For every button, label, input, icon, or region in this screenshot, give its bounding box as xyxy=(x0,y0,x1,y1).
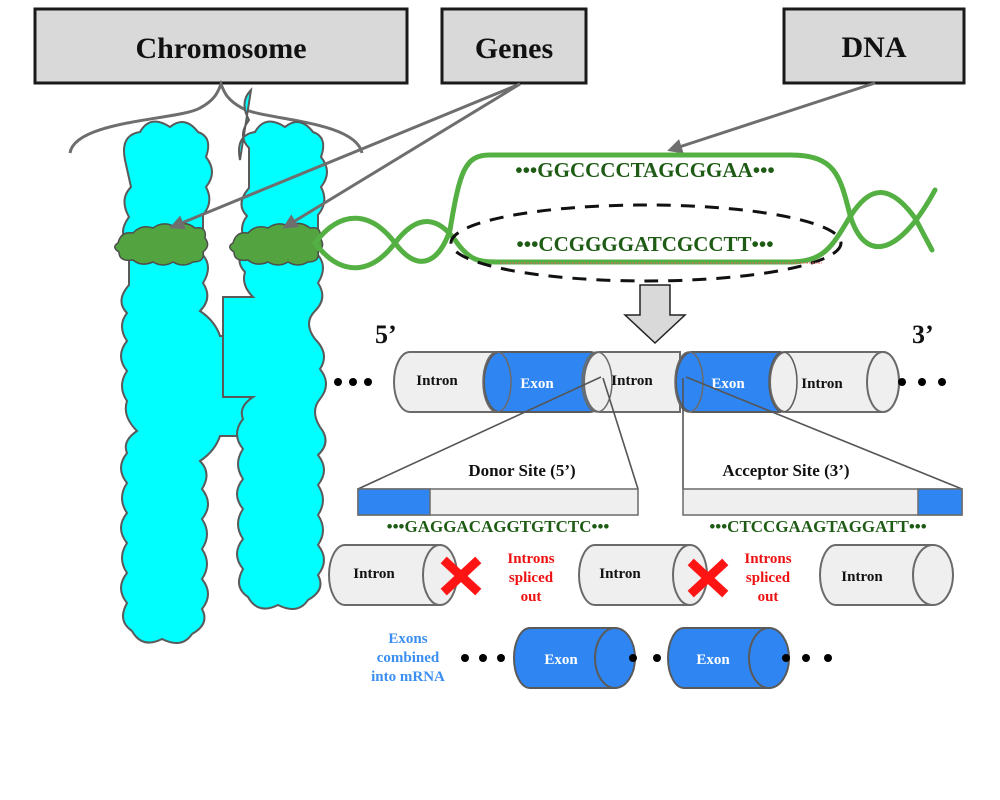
chromosome-brace xyxy=(68,79,364,154)
mrna-exon-2: Exon xyxy=(667,627,790,689)
dna-pointer xyxy=(667,81,876,154)
strip-segment-2-label: Exon xyxy=(520,376,554,392)
genes-pointer-left xyxy=(169,82,521,230)
spliced-intron-2-label: Intron xyxy=(599,566,641,582)
donor-site: Donor Site (5’) •••GAGGACAGGTGTCTC••• xyxy=(357,461,639,536)
spliced-introns-row: Intron Introns spliced out Intron Intron… xyxy=(328,544,954,606)
three-prime-label: 3’ xyxy=(912,320,934,349)
cross-icon xyxy=(440,556,482,596)
mrna-exon-2-label: Exon xyxy=(696,652,730,668)
dna-label-box: DNA xyxy=(782,7,966,85)
spliced-intron-3-label: Intron xyxy=(841,569,883,585)
dna-helix: •••GGCCCCTAGCGGAA••• •••CCGGGGATCGCCTT••… xyxy=(312,152,938,283)
spliced-note-1-line-3: out xyxy=(521,589,542,605)
mrna-row: Exons combined into mRNA Exon Exon xyxy=(371,627,832,689)
mrna-exon-1-label: Exon xyxy=(544,652,578,668)
spliced-note-1-line-2: spliced xyxy=(509,570,554,586)
cross-icon xyxy=(687,558,729,598)
mrna-note-line-1: Exons xyxy=(388,631,427,647)
spliced-note-2-line-1: Introns xyxy=(744,551,791,567)
spliced-intron-1-label: Intron xyxy=(353,566,395,582)
donor-site-title: Donor Site (5’) xyxy=(468,461,575,480)
donor-sequence: •••GAGGACAGGTGTCTC••• xyxy=(387,517,610,536)
gene-band-left xyxy=(114,222,209,266)
dna-label: DNA xyxy=(842,31,907,64)
gene-strip: Intron Exon Intron Exon Intron xyxy=(334,351,946,413)
mrna-exon-1: Exon xyxy=(513,627,636,689)
chromosome-label: Chromosome xyxy=(135,32,306,65)
acceptor-site-title: Acceptor Site (3’) xyxy=(722,461,849,480)
spliced-note-1-line-1: Introns xyxy=(507,551,554,567)
spliced-intron-3: Intron xyxy=(819,544,954,606)
zoom-lines xyxy=(357,376,963,490)
spliced-note-2-line-3: out xyxy=(758,589,779,605)
chromosome-label-box: Chromosome xyxy=(33,7,409,85)
spliced-note-2-line-2: spliced xyxy=(746,570,791,586)
strip-segment-4-label: Exon xyxy=(711,376,745,392)
acceptor-site: Acceptor Site (3’) •••CTCCGAAGTAGGATT••• xyxy=(682,461,963,536)
spliced-intron-1: Intron xyxy=(328,544,458,606)
genes-pointer-right xyxy=(282,82,521,229)
right-chromatid xyxy=(222,87,328,610)
chromosome xyxy=(114,87,328,644)
mrna-note-line-2: combined xyxy=(377,650,440,666)
spliced-intron-2: Intron xyxy=(578,544,708,606)
genes-label: Genes xyxy=(475,32,553,65)
down-arrow xyxy=(623,284,687,345)
five-prime-label: 5’ xyxy=(375,320,397,349)
dna-bottom-strand: •••CCGGGGATCGCCTT••• xyxy=(516,232,773,256)
gene-band-right xyxy=(229,222,324,266)
strip-segment-5-label: Intron xyxy=(801,376,843,392)
genes-label-box: Genes xyxy=(440,7,588,85)
mrna-note-line-3: into mRNA xyxy=(371,669,445,685)
dna-top-strand: •••GGCCCCTAGCGGAA••• xyxy=(515,158,775,182)
acceptor-sequence: •••CTCCGAAGTAGGATT••• xyxy=(709,517,926,536)
highlight-strand-ellipse xyxy=(449,203,843,283)
strip-segment-3-label: Intron xyxy=(611,373,653,389)
strip-segment-1-label: Intron xyxy=(416,373,458,389)
